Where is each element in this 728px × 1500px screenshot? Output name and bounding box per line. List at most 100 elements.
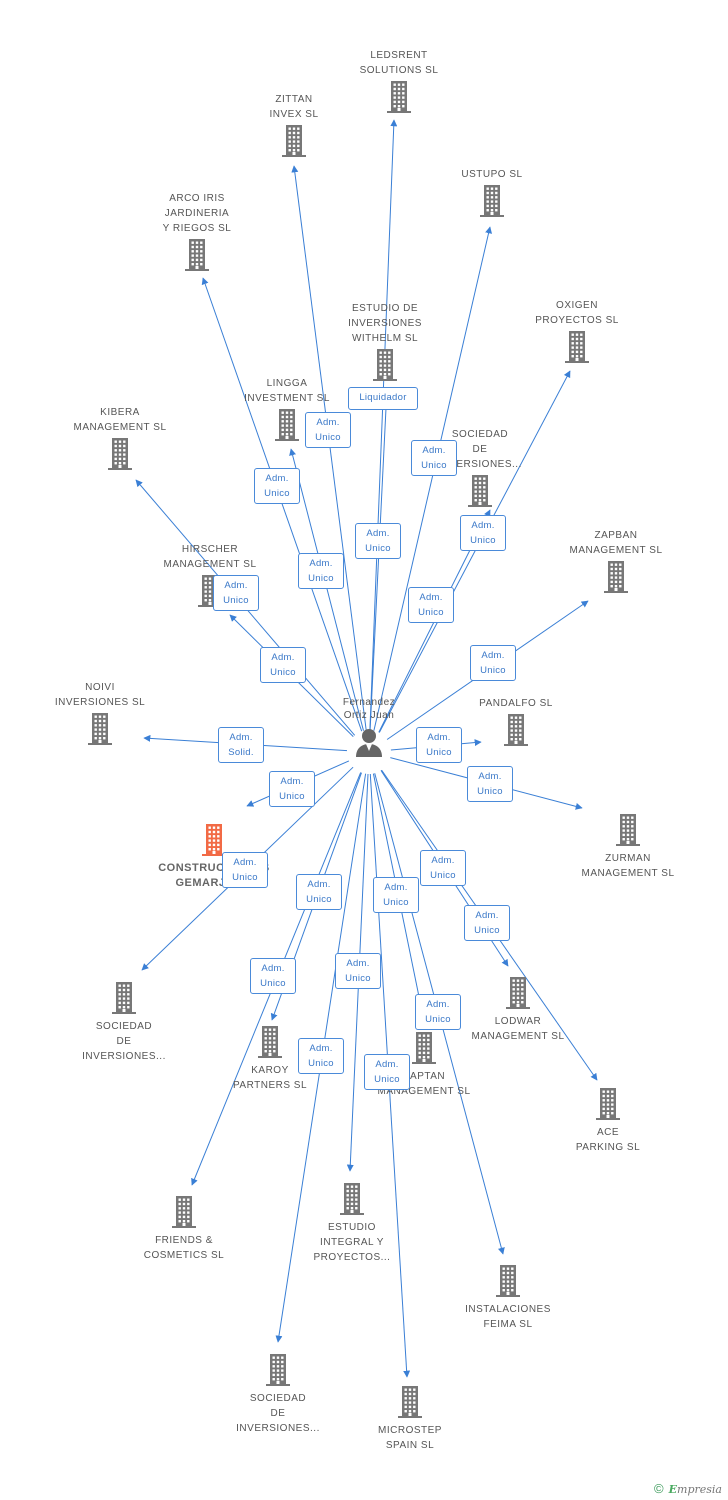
company-node-karoy[interactable]: KAROY PARTNERS SL (195, 1024, 345, 1093)
relation-badge-kibera[interactable]: Adm. Unico (213, 575, 259, 611)
company-node-lodwar[interactable]: LODWAR MANAGEMENT SL (443, 975, 593, 1044)
company-node-oxigen[interactable]: OXIGEN PROYECTOS SL (502, 298, 652, 363)
company-label: ACE PARKING SL (575, 1127, 641, 1153)
building-icon (616, 814, 640, 846)
company-node-ace[interactable]: ACE PARKING SL (533, 1086, 683, 1155)
building-icon (468, 475, 492, 507)
company-label: LEDSRENT SOLUTIONS SL (359, 50, 439, 76)
company-label: USTUPO SL (461, 169, 523, 180)
relation-badge-sociedad_left[interactable]: Adm. Unico (222, 852, 268, 888)
company-node-ustupo[interactable]: USTUPO SL (417, 167, 567, 217)
relation-badge-instalaciones[interactable]: Adm. Unico (415, 994, 461, 1030)
company-label: ESTUDIO DE INVERSIONES WITHELM SL (348, 303, 422, 344)
company-label: NOIVI INVERSIONES SL (54, 682, 146, 708)
relation-badge-ustupo[interactable]: Adm. Unico (411, 440, 457, 476)
footer-brand[interactable]: © Empresia (654, 1481, 722, 1496)
company-node-noivi[interactable]: NOIVI INVERSIONES SL (25, 680, 175, 745)
building-icon (112, 982, 136, 1014)
company-node-hirscher[interactable]: HIRSCHER MANAGEMENT SL (135, 542, 285, 607)
edge-ustupo (373, 226, 492, 731)
edge-oxigen (378, 370, 571, 733)
relation-badge-hirscher[interactable]: Adm. Unico (260, 647, 306, 683)
company-node-estudio_integral[interactable]: ESTUDIO INTEGRAL Y PROYECTOS... (277, 1181, 427, 1265)
company-label: HIRSCHER MANAGEMENT SL (163, 544, 257, 570)
company-label: ZAPBAN MANAGEMENT SL (569, 530, 663, 556)
relation-badge-karoy[interactable]: Adm. Unico (296, 874, 342, 910)
company-label: ESTUDIO INTEGRAL Y PROYECTOS... (313, 1222, 391, 1263)
relation-badge-pandalfo[interactable]: Adm. Unico (416, 727, 462, 763)
building-icon (565, 331, 589, 363)
building-icon (604, 561, 628, 593)
company-label: PANDALFO SL (479, 698, 553, 709)
edge-zittan (291, 165, 367, 731)
relation-badge-arcoiris[interactable]: Adm. Unico (254, 468, 300, 504)
company-label: ARCO IRIS JARDINERIA Y RIEGOS SL (162, 193, 232, 234)
company-node-friends[interactable]: FRIENDS & COSMETICS SL (109, 1194, 259, 1263)
company-label: KIBERA MANAGEMENT SL (73, 407, 167, 433)
building-icon (172, 1196, 196, 1228)
building-icon (398, 1386, 422, 1418)
building-icon (108, 438, 132, 470)
company-node-ledsrent[interactable]: LEDSRENT SOLUTIONS SL (324, 48, 474, 113)
company-label: SOCIEDAD DE INVERSIONES... (438, 429, 522, 470)
company-node-zapban[interactable]: ZAPBAN MANAGEMENT SL (541, 528, 691, 593)
company-label: INSTALACIONES FEIMA SL (465, 1304, 551, 1330)
relation-badge-zurman[interactable]: Adm. Unico (467, 766, 513, 802)
building-icon (506, 977, 530, 1009)
company-label: ZURMAN MANAGEMENT SL (581, 853, 675, 879)
building-icon (596, 1088, 620, 1120)
company-node-sociedad_bottom[interactable]: SOCIEDAD DE INVERSIONES... (203, 1352, 353, 1436)
building-icon (282, 125, 306, 157)
building-icon (496, 1265, 520, 1297)
company-node-sociedad_top[interactable]: SOCIEDAD DE INVERSIONES... (405, 427, 555, 507)
edge-estudio_withelm (369, 387, 391, 731)
company-node-zurman[interactable]: ZURMAN MANAGEMENT SL (553, 812, 703, 881)
company-label: KAROY PARTNERS SL (232, 1065, 308, 1091)
company-label: FRIENDS & COSMETICS SL (143, 1235, 225, 1261)
brand-logo: Empresia (668, 1483, 722, 1496)
company-node-pandalfo[interactable]: PANDALFO SL (441, 696, 591, 746)
relation-badge-ledsrent[interactable]: Liquidador (348, 387, 418, 410)
relation-badge-oxigen[interactable]: Adm. Unico (460, 515, 506, 551)
company-label: OXIGEN PROYECTOS SL (535, 300, 619, 326)
company-node-microstep[interactable]: MICROSTEP SPAIN SL (335, 1384, 485, 1453)
building-icon (88, 713, 112, 745)
building-icon (266, 1354, 290, 1386)
company-node-kaptan[interactable]: KAPTAN MANAGEMENT SL (349, 1030, 499, 1099)
building-icon (412, 1032, 436, 1064)
relation-badge-noivi[interactable]: Adm. Solid. (218, 727, 264, 763)
relation-badge-sociedad_bottom[interactable]: Adm. Unico (298, 1038, 344, 1074)
edge-arcoiris (201, 277, 363, 732)
relation-badge-estudio_withelm[interactable]: Adm. Unico (355, 523, 401, 559)
company-node-arcoiris[interactable]: ARCO IRIS JARDINERIA Y RIEGOS SL (122, 191, 272, 271)
company-label: SOCIEDAD DE INVERSIONES... (236, 1393, 320, 1434)
relation-badge-ace[interactable]: Adm. Unico (464, 905, 510, 941)
relation-badge-construcciones[interactable]: Adm. Unico (269, 771, 315, 807)
person-node[interactable]: Fernandez Ortiz Juan (319, 696, 419, 757)
person-icon (356, 729, 382, 757)
company-node-sociedad_left[interactable]: SOCIEDAD DE INVERSIONES... (49, 980, 199, 1064)
building-icon (185, 239, 209, 271)
company-node-instalaciones[interactable]: INSTALACIONES FEIMA SL (433, 1263, 583, 1332)
relation-badge-sociedad_top[interactable]: Adm. Unico (408, 587, 454, 623)
company-label: LODWAR MANAGEMENT SL (471, 1016, 565, 1042)
company-node-zittan[interactable]: ZITTAN INVEX SL (219, 92, 369, 157)
edge-lingga (289, 448, 364, 731)
copyright-symbol: © (653, 1481, 664, 1496)
company-label: LINGGA INVESTMENT SL (244, 378, 330, 404)
building-icon (480, 185, 504, 217)
relation-badge-estudio_integral[interactable]: Adm. Unico (335, 953, 381, 989)
company-node-estudio_withelm[interactable]: ESTUDIO DE INVERSIONES WITHELM SL (310, 301, 460, 381)
company-label: MICROSTEP SPAIN SL (378, 1425, 442, 1451)
company-node-kibera[interactable]: KIBERA MANAGEMENT SL (45, 405, 195, 470)
relation-badge-friends[interactable]: Adm. Unico (250, 958, 296, 994)
company-label: KAPTAN MANAGEMENT SL (377, 1071, 471, 1097)
relation-badge-kaptan[interactable]: Adm. Unico (373, 877, 419, 913)
relation-badge-microstep[interactable]: Adm. Unico (364, 1054, 410, 1090)
relation-badge-zapban[interactable]: Adm. Unico (470, 645, 516, 681)
person-label: Fernandez Ortiz Juan (342, 697, 396, 721)
company-node-lingga[interactable]: LINGGA INVESTMENT SL (212, 376, 362, 441)
relation-badge-lodwar[interactable]: Adm. Unico (420, 850, 466, 886)
relation-badge-lingga[interactable]: Adm. Unico (298, 553, 344, 589)
relation-badge-zittan[interactable]: Adm. Unico (305, 412, 351, 448)
